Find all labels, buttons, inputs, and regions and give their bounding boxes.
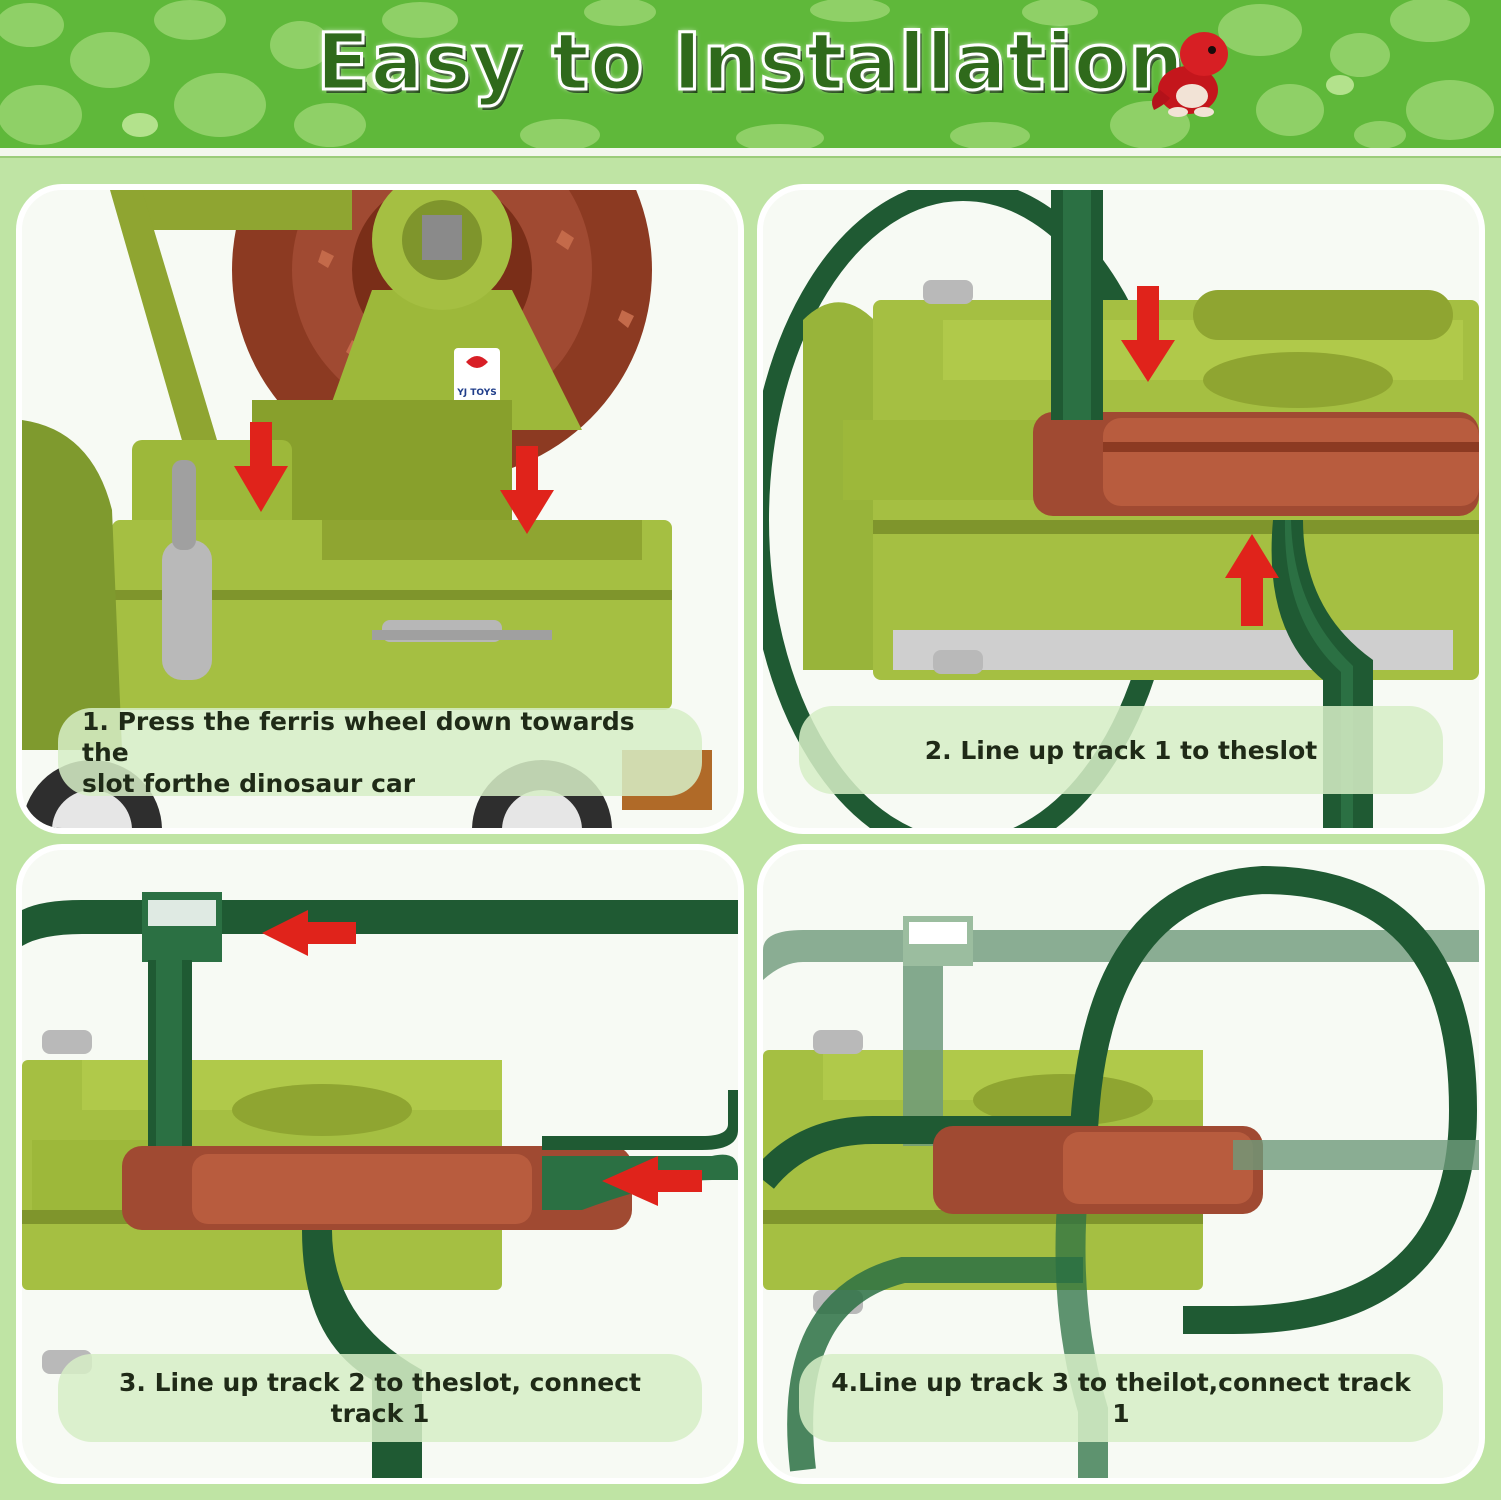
- step-1-caption-line-2: slot forthe dinosaur car: [82, 768, 416, 798]
- red-dinosaur-mascot-icon: [1152, 32, 1228, 117]
- header-banner: Easy to Installation: [0, 0, 1501, 150]
- step-4-caption-text: 4.Line up track 3 to theilot,connect tra…: [831, 1368, 1411, 1428]
- step-1-caption: 1. Press the ferris wheel down towards t…: [58, 706, 702, 798]
- yj-toys-logo: YJ TOYS: [456, 388, 496, 398]
- track-3: [763, 865, 1478, 1478]
- step-3-caption: 3. Line up track 2 to theslot, connect t…: [58, 1354, 702, 1442]
- dinosaur-truck: [22, 400, 712, 828]
- track-2: [22, 892, 738, 962]
- ferris-wheel-tower: YJ TOYS: [110, 190, 582, 510]
- step-2-panel: 2. Line up track 1 to theslot: [763, 190, 1479, 828]
- step-2-caption: 2. Line up track 1 to theslot: [799, 706, 1443, 794]
- step-3-panel: 3. Line up track 2 to theslot, connect t…: [22, 850, 738, 1478]
- page-title: Easy to Installation: [315, 17, 1186, 110]
- step-1-caption-line-1: 1. Press the ferris wheel down towards t…: [82, 706, 635, 767]
- ferris-wheel-disc: [1033, 352, 1479, 516]
- step-4-panel: 4.Line up track 3 to theilot,connect tra…: [763, 850, 1479, 1478]
- step-1-panel: YJ TOYS: [22, 190, 738, 828]
- step-2-caption-text: 2. Line up track 1 to theslot: [924, 735, 1318, 765]
- header-divider: [0, 148, 1501, 156]
- red-arrow-icon: [234, 422, 554, 534]
- step-3-caption-text: 3. Line up track 2 to theslot, connect t…: [119, 1368, 641, 1428]
- red-arrow-icon: [262, 910, 702, 1206]
- step-4-caption: 4.Line up track 3 to theilot,connect tra…: [799, 1354, 1443, 1442]
- dino-skin-pattern: [0, 0, 1501, 150]
- red-arrow-icon: [1121, 286, 1279, 626]
